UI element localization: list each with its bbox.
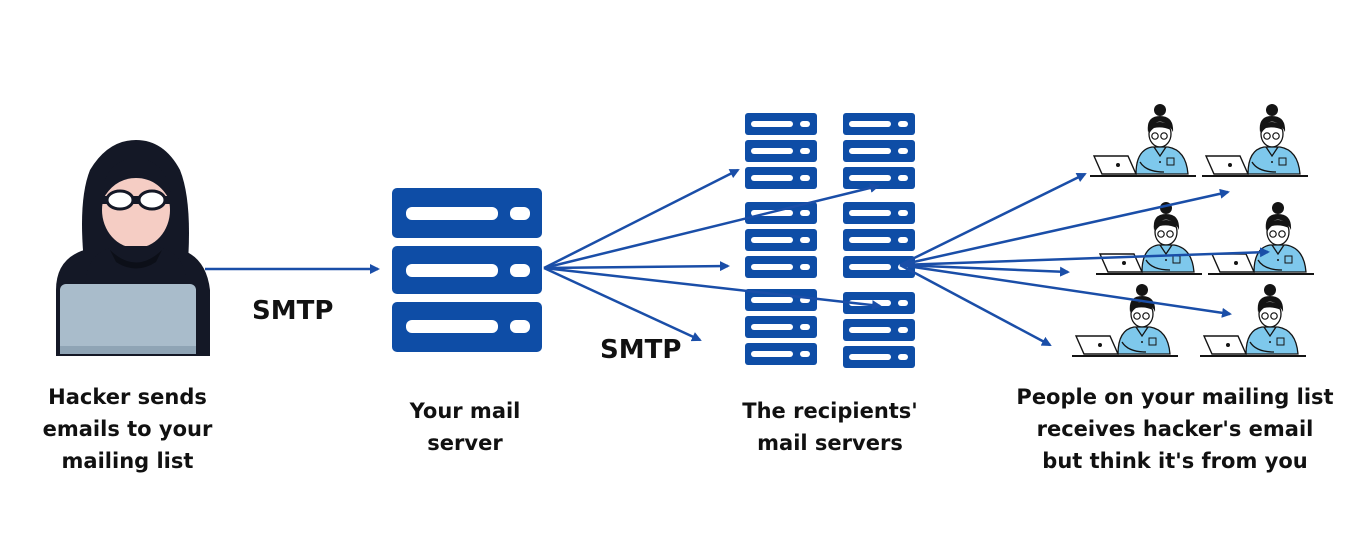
your-server-caption: Your mail server <box>409 399 521 455</box>
recipient-mail-servers-icon <box>745 113 915 368</box>
smtp-arrows-2 <box>543 168 882 342</box>
smtp-label-1: SMTP <box>252 296 334 326</box>
people-caption: People on your mailing list receives hac… <box>1016 385 1334 473</box>
recipient-servers-caption: The recipients' mail servers <box>742 399 918 455</box>
smtp-label-2: SMTP <box>600 335 682 365</box>
your-mail-server-icon <box>392 188 542 352</box>
hacker-icon <box>56 140 210 356</box>
delivery-arrows <box>899 172 1270 347</box>
hacker-caption: Hacker sends emails to your mailing list <box>42 385 213 473</box>
recipient-people-icon <box>1071 103 1315 357</box>
